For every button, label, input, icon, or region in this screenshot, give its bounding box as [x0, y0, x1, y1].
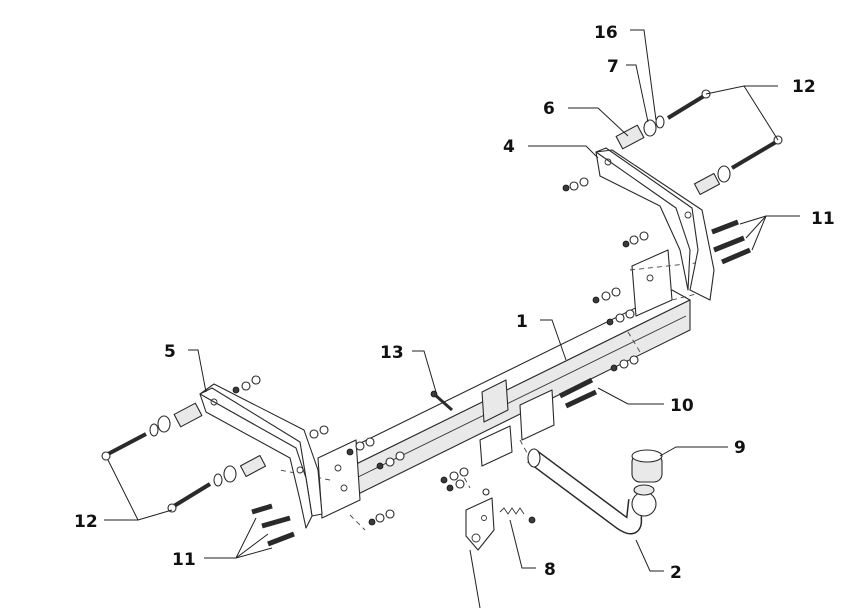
- callout-1: 1: [516, 312, 528, 332]
- callout-10: 10: [670, 396, 694, 416]
- callout-labels: 16 7 6 4 12 11 1 5 13 10 9 12 11 8 2: [74, 23, 835, 583]
- callout-11-left: 11: [172, 550, 196, 570]
- socket-bolts: [558, 377, 598, 409]
- callout-4: 4: [503, 137, 515, 157]
- screw: [430, 390, 453, 412]
- right-lower-bolts: [711, 219, 751, 265]
- ball-cover-cap: [631, 449, 663, 483]
- callout-9: 9: [734, 438, 746, 458]
- right-side-bracket: [595, 147, 715, 301]
- callout-8: 8: [544, 560, 556, 580]
- callout-7: 7: [607, 57, 619, 77]
- callout-16: 16: [594, 23, 618, 43]
- callout-11-right: 11: [811, 209, 835, 229]
- nut-clusters: [232, 177, 649, 526]
- left-fasteners: [101, 402, 295, 547]
- callout-2: 2: [670, 563, 682, 583]
- tow-ball-neck: [527, 448, 657, 535]
- callout-12-top: 12: [792, 77, 816, 97]
- callout-5: 5: [164, 342, 176, 362]
- callout-13: 13: [380, 343, 404, 363]
- right-upper-fasteners: [615, 89, 783, 196]
- leader-lines: [104, 29, 800, 608]
- left-side-bracket: [199, 383, 323, 529]
- socket-plate: [465, 488, 536, 551]
- cross-beam: [317, 249, 691, 519]
- callout-6: 6: [543, 99, 555, 119]
- callout-12-left: 12: [74, 512, 98, 532]
